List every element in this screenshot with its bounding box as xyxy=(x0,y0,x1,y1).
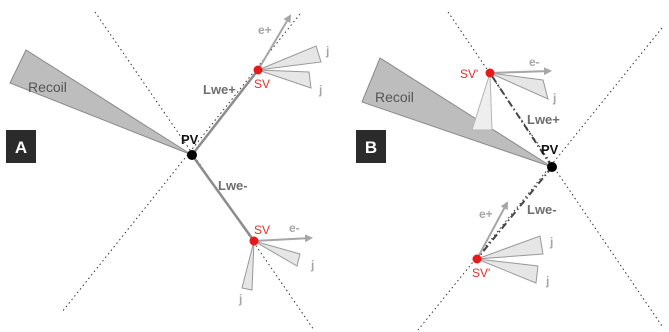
lepton-track-e-plus xyxy=(476,201,508,260)
sv-label: SV' xyxy=(472,266,490,280)
sv-label: SV' xyxy=(460,67,478,81)
track-label-lwe-plus: Lwe+ xyxy=(203,82,236,97)
track-lwe-minus xyxy=(476,166,553,260)
panel-badge-label: B xyxy=(365,138,377,157)
secondary-vertex xyxy=(249,236,259,246)
recoil-label: Recoil xyxy=(375,89,414,105)
secondary-vertex xyxy=(253,65,263,75)
jet-label: j xyxy=(325,44,329,58)
lepton-track-e-minus xyxy=(489,67,552,76)
jet-label: j xyxy=(318,83,322,97)
recoil-label: Recoil xyxy=(28,79,67,95)
jet-label: j xyxy=(545,274,549,288)
jet-cone xyxy=(489,72,549,100)
jet-cone xyxy=(471,72,493,131)
primary-vertex xyxy=(187,150,197,160)
jet-cone xyxy=(241,240,255,291)
lepton-label-e-minus: e- xyxy=(529,55,540,69)
track-label-lwe-minus: Lwe- xyxy=(527,202,557,217)
lepton-label-e-plus: e+ xyxy=(258,23,272,37)
secondary-vertex xyxy=(472,254,482,264)
panel-b: Recoil Lwe+ Lwe- e- j e+ j j PV SV' SV' … xyxy=(356,11,663,331)
sv-label: SV xyxy=(254,77,270,91)
secondary-vertex xyxy=(485,68,495,78)
jet-label: j xyxy=(310,258,314,272)
lepton-label-e-minus: e- xyxy=(289,221,300,235)
jet-label: j xyxy=(549,235,553,249)
panel-badge-label: A xyxy=(15,138,27,157)
lepton-track-e-plus xyxy=(257,14,292,71)
panel-a: Recoil Lwe+ Lwe- e+ j j e- j j PV SV SV … xyxy=(6,11,329,331)
recoil-cone xyxy=(9,49,193,156)
jet-cone xyxy=(253,240,301,267)
recoil-cone xyxy=(361,57,553,168)
panel-badge xyxy=(356,130,386,163)
track-label-lwe-minus: Lwe- xyxy=(218,178,248,193)
guide-line-diagonal xyxy=(94,11,315,331)
track-label-lwe-plus: Lwe+ xyxy=(527,112,560,127)
track-lwe-plus xyxy=(191,69,259,156)
primary-vertex xyxy=(547,162,557,172)
pv-label: PV xyxy=(541,142,559,157)
track-lwe-plus xyxy=(489,72,553,168)
pv-label: PV xyxy=(181,132,199,147)
guide-line-antidiagonal xyxy=(417,27,663,331)
panel-badge xyxy=(6,130,36,163)
jet-cone xyxy=(476,258,539,284)
jet-label: j xyxy=(552,91,556,105)
track-lwe-minus xyxy=(190,154,256,242)
lepton-track-e-minus xyxy=(253,234,313,243)
jet-label: j xyxy=(238,292,242,306)
lepton-label-e-plus: e+ xyxy=(479,207,493,221)
guide-line-antidiagonal xyxy=(61,13,301,313)
jet-cone xyxy=(476,235,544,260)
jet-cone xyxy=(257,69,312,89)
sv-label: SV xyxy=(254,223,270,237)
jet-cone xyxy=(257,45,322,71)
